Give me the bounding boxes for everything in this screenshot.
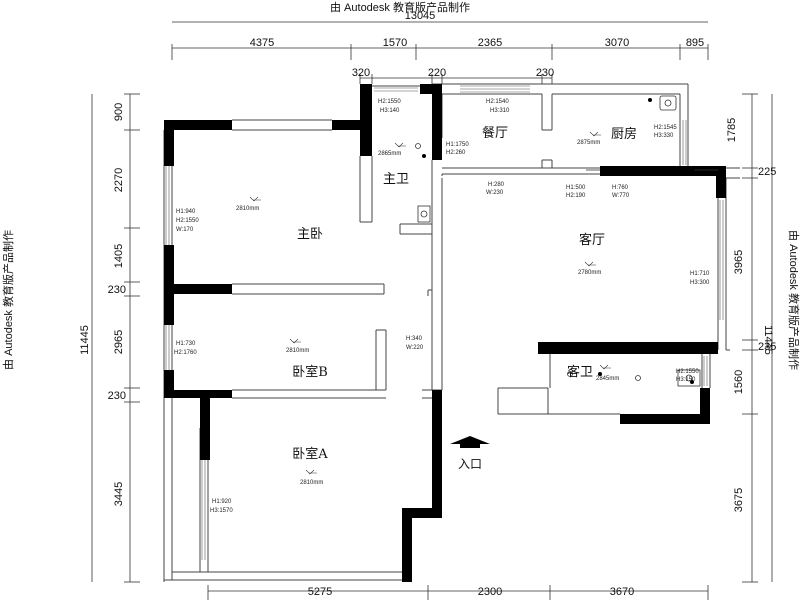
dim-left-1: 900 [113,103,125,121]
ann-mb-door-h1: H1:1750 [446,142,469,148]
room-master-bath: 主卫 [383,172,409,187]
dim-bottom-3: 3670 [610,586,634,598]
dim-bottom-2: 2300 [478,586,502,598]
dim-bottom-1: 5275 [308,586,332,598]
dim-left-6: 230 [108,390,126,402]
ann-kitchen-h3: H3:330 [654,133,674,139]
ann-gb-ceiling: 2845mm [596,376,619,382]
ann-living-win-h3: H3:300 [690,280,710,286]
room-bedroom-a: 卧室A [292,446,328,462]
dim-left-5: 2965 [113,330,125,354]
dim-top-3: 2365 [478,37,502,49]
dim-right-4: 235 [758,341,776,353]
dim-right-1: 1785 [726,118,738,142]
ann-bb-h1: H1:730 [176,341,196,347]
dim-top-4: 3070 [605,37,629,49]
ann-bb-ceiling: 2810mm [286,348,309,354]
fixture-dots [422,98,694,384]
ann-living-ceiling: 2780mm [578,270,601,276]
dim-sub-2: 220 [428,67,446,79]
dim-sub-1: 320 [352,67,370,79]
windows [165,85,724,560]
room-kitchen: 厨房 [611,126,637,142]
dim-left-7: 3445 [113,482,125,506]
ann-mb-window-h3: H3:140 [380,108,400,114]
ann-corridor-h: H:340 [406,336,423,342]
dim-right-2: 225 [758,166,776,178]
dim-right-3: 3965 [733,250,745,274]
dim-top-1: 4375 [250,37,274,49]
ann-dining-h3: H3:310 [490,108,510,114]
ceiling-markers [249,131,611,475]
fixtures [415,95,718,387]
ann-bb-h2: H2:1760 [174,350,197,356]
ann-lv-h3: H:760 [612,185,629,191]
ann-lv-h1: H1:500 [566,185,586,191]
ann-living-win-h1: H1:710 [690,271,710,277]
ann-gb-h2: H2:1550 [676,369,699,375]
ann-gb-h3: H3:150 [676,377,696,383]
watermark-top: 由 Autodesk 教育版产品制作 [330,0,470,14]
ann-ba-h1: H1:920 [212,499,232,505]
ann-mb-window-h2: H2:1550 [378,99,401,105]
ann-mb-ceiling: 2865mm [378,151,401,157]
room-bedroom-b: 卧室B [292,364,328,380]
dim-top-overall: 13045 [405,10,436,22]
thick-walls [164,84,726,582]
ann-pass-h: H:280 [488,182,505,188]
dim-right-6: 3675 [733,488,745,512]
dim-left-3: 1405 [113,244,125,268]
entrance-label: 入口 [458,457,482,471]
dim-left-overall: 11445 [79,325,91,355]
entrance-arrow-icon [450,436,490,448]
ann-mbr-ceiling: 2810mm [236,206,259,212]
room-living: 客厅 [579,232,605,248]
dim-top-5: 895 [686,37,704,49]
dim-sub-3: 230 [536,67,554,79]
ann-ba-ceiling: 2810mm [300,480,323,486]
ann-kitchen-h2: H2:1545 [654,125,677,131]
watermark-right: 由 Autodesk 教育版产品制作 [787,230,800,370]
ann-mbr-w: W:170 [176,227,194,233]
dimension-lines [91,21,773,600]
dim-right-5: 1560 [733,370,745,394]
room-master-bedroom: 主卧 [297,227,323,242]
room-guest-bath: 客卫 [567,364,593,380]
ann-corridor-w: W:220 [406,345,424,351]
dim-top-2: 1570 [383,37,407,49]
dim-left-4: 230 [108,284,126,296]
ann-lv-w: W:770 [612,193,630,199]
ann-ba-h3: H3:1570 [210,508,233,514]
ann-lv-h2: H2:190 [566,193,586,199]
ann-kitchen-ceiling: 2875mm [577,140,600,146]
ann-mbr-h1: H1:940 [176,209,196,215]
ann-mbr-h2: H2:1550 [176,218,199,224]
ann-mb-door-h2: H2:260 [446,150,466,156]
ann-dining-h2: H2:1540 [486,99,509,105]
dim-right-overall: 11445 [762,325,774,355]
watermark-left: 由 Autodesk 教育版产品制作 [1,230,15,370]
room-dining: 餐厅 [482,125,508,141]
thin-walls [163,83,740,582]
ann-pass-w: W:230 [486,190,504,196]
annotations: H2:1550 H3:140 H1:1750 H2:260 2865mm H2:… [174,99,710,514]
dim-left-2: 2270 [113,168,125,192]
